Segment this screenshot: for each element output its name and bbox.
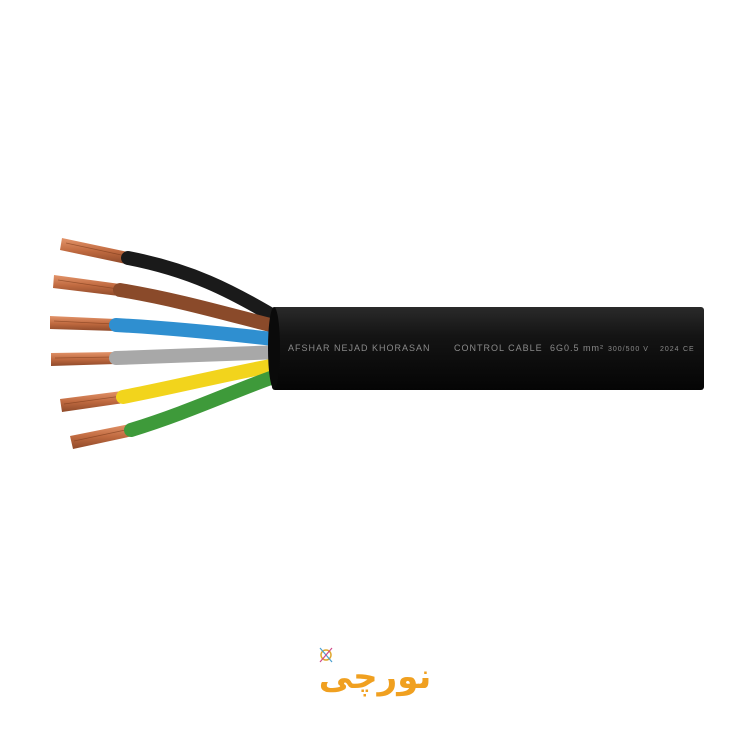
core-brown	[113, 283, 289, 335]
core-grey	[109, 345, 289, 365]
lightbulb-icon	[319, 647, 333, 663]
cable-jacket	[268, 307, 704, 390]
core-blue	[109, 318, 289, 347]
jacket-mark: CE	[683, 346, 695, 353]
copper-tip-black	[60, 238, 128, 264]
jacket-voltage: 300/500 V	[608, 346, 649, 353]
logo-text: نورچی	[319, 657, 432, 697]
jacket-brand: AFSHAR NEJAD KHORASAN	[288, 343, 431, 353]
copper-tip-yellow	[60, 391, 124, 412]
copper-strands	[50, 238, 133, 449]
jacket-size: 6G0.5 mm²	[550, 343, 604, 353]
copper-tip-green	[70, 424, 133, 449]
copper-tip-blue	[50, 316, 116, 331]
insulated-cores	[109, 251, 289, 437]
jacket-print: AFSHAR NEJAD KHORASAN CONTROL CABLE 6G0.…	[288, 343, 695, 353]
copper-tip-grey	[51, 352, 116, 366]
core-green	[124, 367, 289, 437]
core-yellow	[116, 357, 289, 404]
copper-tip-brown	[53, 275, 120, 296]
brand-logo: نورچی	[319, 647, 432, 697]
jacket-year: 2024	[660, 346, 680, 353]
core-black	[121, 251, 287, 327]
jacket-type: CONTROL CABLE	[454, 343, 543, 353]
